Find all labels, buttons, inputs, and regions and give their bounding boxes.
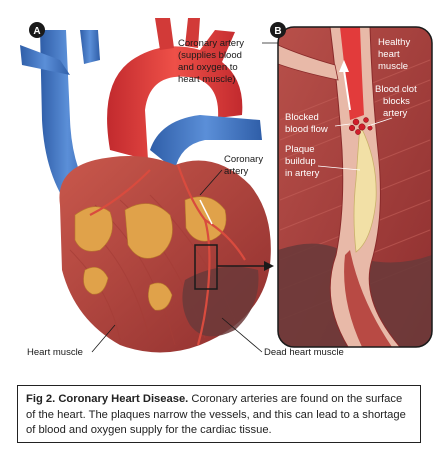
label-line: and oxygen to xyxy=(178,62,238,73)
panel-b-letter: B xyxy=(274,26,281,37)
label-blocked-blood-flow: Blocked blood flow xyxy=(285,112,351,135)
label-line: in artery xyxy=(285,168,320,179)
label-plaque-buildup: Plaque buildup in artery xyxy=(285,144,361,179)
leader-line xyxy=(199,169,223,196)
pulmonary-vessel-left xyxy=(20,45,70,75)
vena-cava xyxy=(40,30,95,215)
artery-lumen xyxy=(340,27,364,120)
leader-line xyxy=(367,117,393,127)
caption-title: Fig 2. Coronary Heart Disease. xyxy=(26,393,189,405)
label-line: Coronary artery xyxy=(178,38,244,49)
panel-b-badge xyxy=(270,22,286,38)
label-line: Heart muscle xyxy=(27,347,83,358)
blocked-flow-arrow-line xyxy=(343,69,351,111)
label-blood-clot: Blood clot blocks artery xyxy=(367,84,417,127)
label-dead-heart-muscle: Dead heart muscle xyxy=(221,317,344,358)
leader-line xyxy=(91,324,116,353)
label-line: (supplies blood xyxy=(178,50,242,61)
leader-line xyxy=(317,165,361,171)
caption-text: Coronary arteries are found on the surfa… xyxy=(26,393,406,436)
label-line: Blocked xyxy=(285,112,319,123)
label-line: Dead heart muscle xyxy=(264,347,344,358)
panel-b-border xyxy=(277,26,433,348)
aorta-branches xyxy=(155,18,200,50)
aorta xyxy=(107,30,243,160)
figure-caption: Fig 2. Coronary Heart Disease. Coronary … xyxy=(17,385,421,443)
blood-clot xyxy=(348,117,373,135)
label-line: artery xyxy=(383,108,408,119)
pulmonary-vessel-upper xyxy=(80,30,100,64)
label-line: heart muscle) xyxy=(178,74,236,85)
leader-line xyxy=(334,123,351,127)
label-heart-muscle: Heart muscle xyxy=(27,324,116,358)
pulmonary-trunk xyxy=(150,115,262,170)
artery-branch xyxy=(278,44,339,81)
panel-a-letter: A xyxy=(33,26,40,37)
label-line: Coronary xyxy=(224,154,263,165)
label-line: Healthy xyxy=(378,37,410,48)
label-line: buildup xyxy=(285,156,316,167)
zoom-arrow-head xyxy=(264,261,274,271)
blockage-highlight-box xyxy=(194,244,218,290)
label-line: blood flow xyxy=(285,124,328,135)
heart-illustration xyxy=(20,18,274,353)
artery-closeup-panel xyxy=(277,26,433,348)
blocked-flow-arrow-head xyxy=(339,60,349,72)
label-line: artery xyxy=(224,166,249,177)
label-line: muscle xyxy=(378,61,408,72)
plaque-deposit xyxy=(353,123,377,253)
label-line: Blood clot xyxy=(375,84,417,95)
label-line: Plaque xyxy=(285,144,315,155)
label-coronary-artery-mid: Coronary artery xyxy=(199,154,263,196)
label-healthy-heart-muscle: Healthy heart muscle xyxy=(378,37,410,72)
label-coronary-artery-top: Coronary artery (supplies blood and oxyg… xyxy=(178,38,282,85)
coronary-arteries xyxy=(89,164,246,346)
panel-a-badge xyxy=(29,22,45,38)
dead-heart-muscle-area xyxy=(182,266,259,337)
flow-arrow-small xyxy=(199,199,213,225)
label-line: blocks xyxy=(383,96,410,107)
artery-lumen-lower xyxy=(344,250,392,347)
leader-line xyxy=(221,317,263,353)
label-line: heart xyxy=(378,49,400,60)
fat-deposits xyxy=(74,196,227,311)
